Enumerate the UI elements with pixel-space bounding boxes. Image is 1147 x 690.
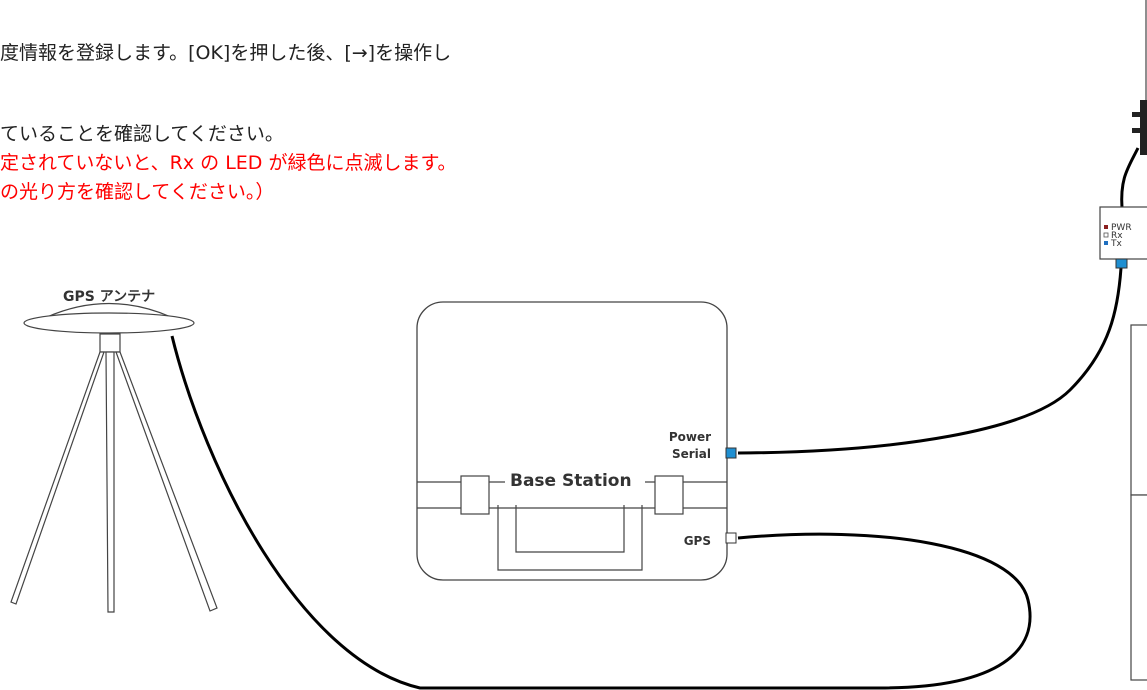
pole-segment-upper [1130, 324, 1147, 496]
instruction-line-1: 度情報を登録します。[OK]を押した後、[→]を操作し [0, 42, 452, 64]
tripod-leg-right [115, 351, 218, 612]
tripod-leg-center [105, 351, 115, 613]
base-station-label: Base Station [510, 471, 632, 491]
pole-segment-lower [1130, 494, 1147, 681]
base-station-case [416, 301, 728, 581]
case-handle-inner [515, 505, 625, 553]
instruction-line-2: ていることを確認してください。 [0, 123, 284, 145]
antenna-disc [23, 312, 195, 334]
warning-line-2: の光り方を確認してください。） [0, 181, 275, 203]
power-serial-port [725, 447, 737, 459]
base-station: Base Station Power Serial GPS [416, 301, 737, 581]
radio-pole-cable [1120, 147, 1140, 209]
led-rx-icon [1103, 232, 1109, 238]
pole-clamp-1 [1132, 112, 1140, 117]
pole-top-antenna [1140, 100, 1147, 155]
gps-antenna: GPS アンテナ [23, 289, 195, 353]
led-rx-label: Rx [1111, 231, 1123, 241]
port-gps-label: GPS [684, 534, 711, 548]
tripod [10, 351, 218, 613]
antenna-mount [99, 333, 121, 353]
latch-right [654, 475, 684, 515]
gps-port [725, 532, 737, 544]
radio-pole: PWR Rx Tx [1099, 0, 1147, 681]
label-bg [505, 462, 645, 492]
port-power-label: Power [669, 430, 711, 444]
gps-antenna-label: GPS アンテナ [63, 289, 155, 305]
case-handle-outer [497, 505, 643, 571]
power-serial-cable [737, 267, 1123, 455]
led-pwr-label: PWR [1111, 223, 1132, 233]
tripod-leg-left [10, 351, 105, 605]
led-pwr-icon [1104, 225, 1108, 229]
port-serial-label: Serial [672, 447, 711, 461]
warning-line-1: 定されていないと、Rx の LED が緑色に点滅します。 [0, 152, 457, 174]
latch-left [460, 475, 490, 515]
radio-port [1115, 258, 1128, 269]
gps-antenna-cable [170, 335, 1032, 690]
led-tx-label: Tx [1110, 239, 1122, 249]
pole-clamp-2 [1132, 128, 1140, 133]
led-tx-icon [1104, 241, 1108, 245]
